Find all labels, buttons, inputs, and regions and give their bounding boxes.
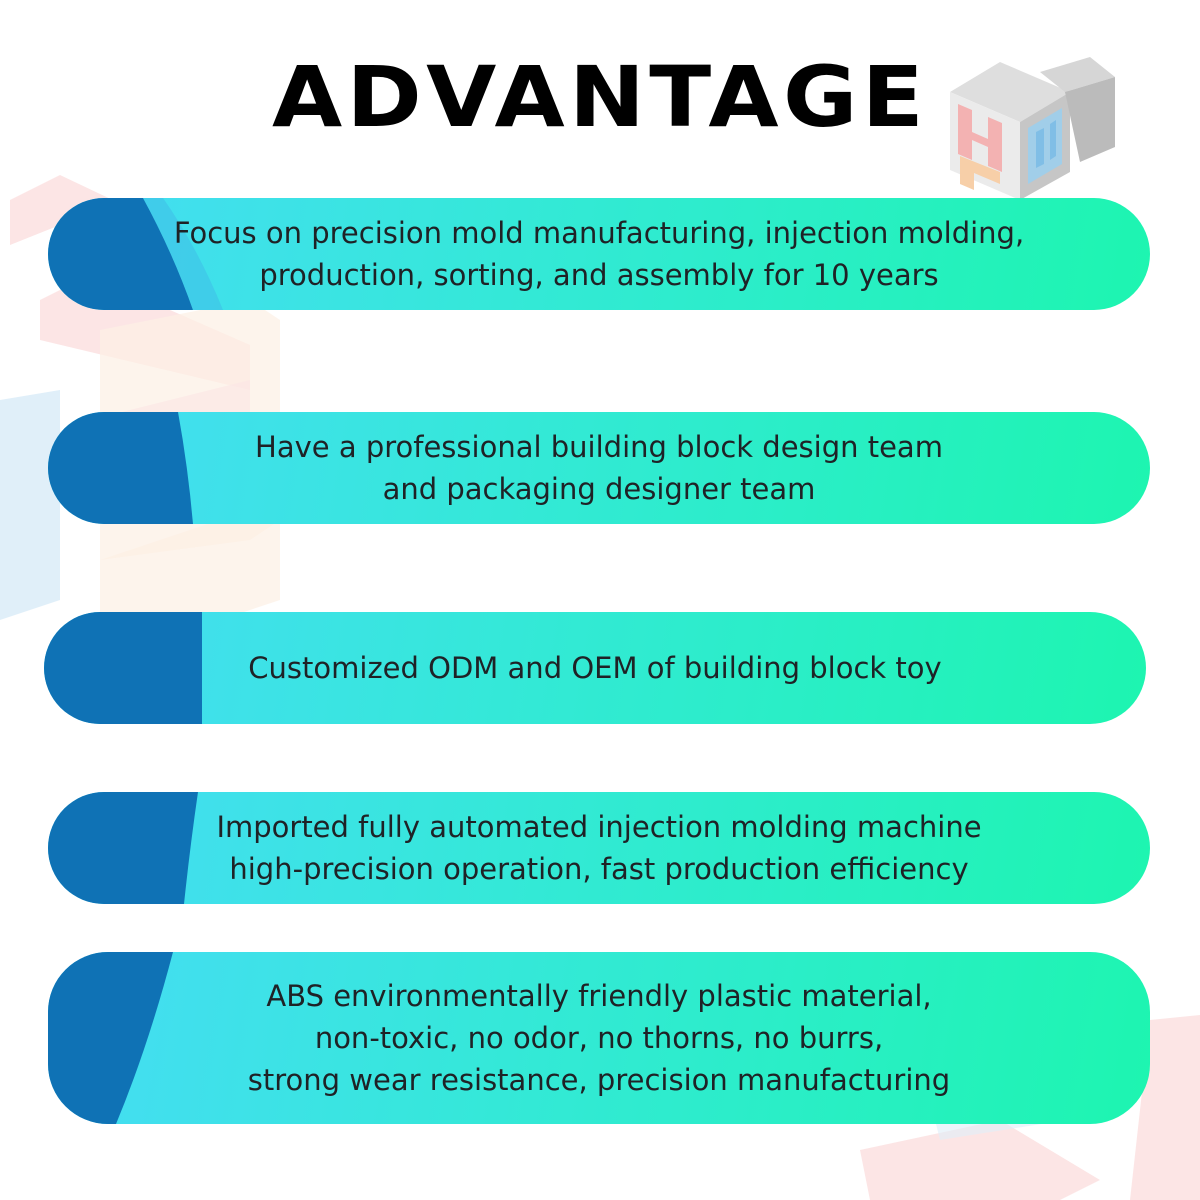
pill-accent-shape <box>48 198 223 310</box>
pill-accent-shape <box>48 412 193 524</box>
3d-letter-cube-logo-icon <box>950 57 1115 200</box>
pill-accent-shape <box>44 612 202 724</box>
pill-accent-shape <box>48 952 173 1124</box>
advantage-item-3: Customized ODM and OEM of building block… <box>44 612 1146 724</box>
pill-accent-shape <box>48 792 198 904</box>
advantage-item-2: Have a professional building block desig… <box>48 412 1150 524</box>
advantage-text: Customized ODM and OEM of building block… <box>248 651 942 685</box>
advantage-text: Imported fully automated injection moldi… <box>216 810 982 886</box>
advantage-item-4: Imported fully automated injection moldi… <box>48 792 1150 904</box>
advantage-text: Have a professional building block desig… <box>255 430 943 506</box>
advantage-text: Focus on precision mold manufacturing, i… <box>173 216 1025 292</box>
advantage-text: ABS environmentally friendly plastic mat… <box>247 979 951 1097</box>
advantage-item-5: ABS environmentally friendly plastic mat… <box>48 952 1150 1124</box>
page-title: ADVANTAGE <box>271 48 929 146</box>
advantage-item-1: Focus on precision mold manufacturing, i… <box>48 198 1150 310</box>
